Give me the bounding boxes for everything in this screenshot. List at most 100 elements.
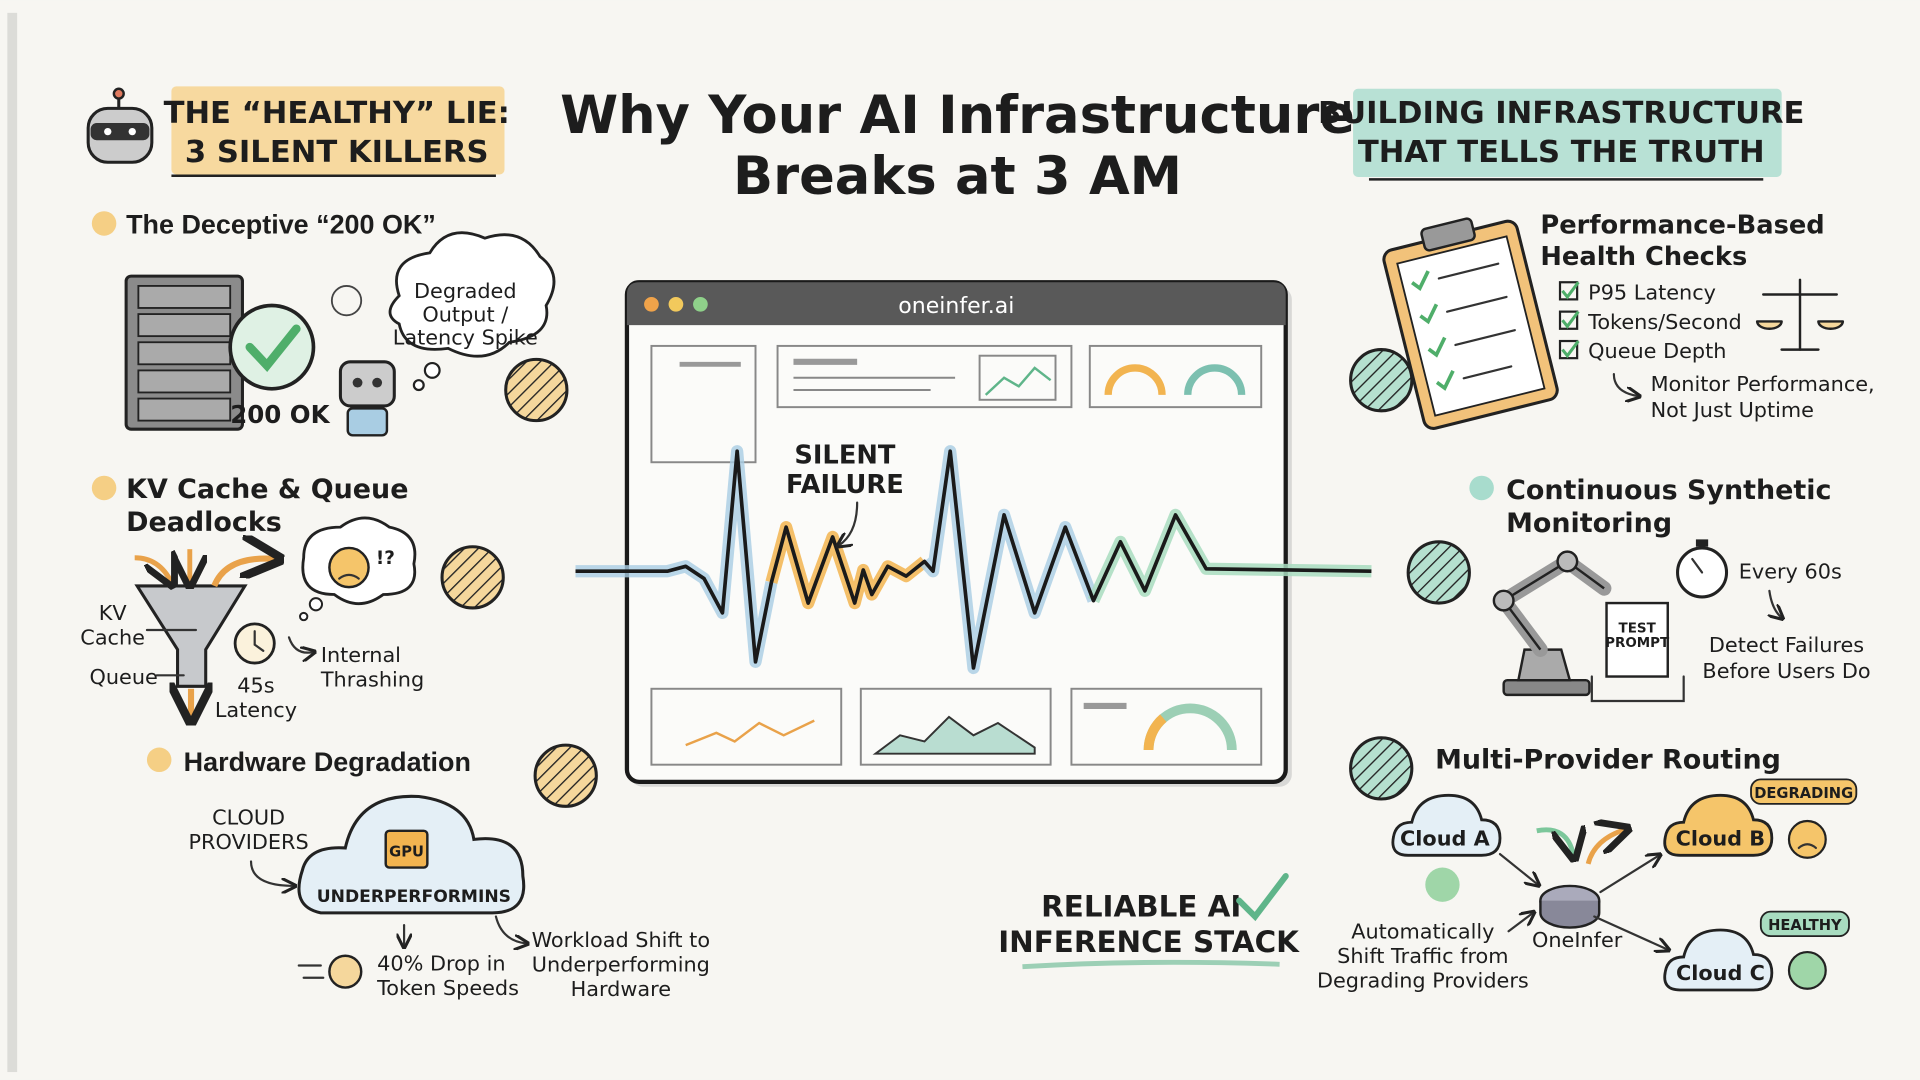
hatched-circle-icon xyxy=(1349,736,1414,801)
check-label: Queue Depth xyxy=(1588,339,1726,363)
latency-label: 45s xyxy=(237,673,274,697)
killer-title: Hardware Degradation xyxy=(184,747,471,777)
window-close-button[interactable] xyxy=(644,296,659,312)
synthetic-monitoring-section: Continuous Synthetic Monitoring TEST PRO… xyxy=(1406,475,1871,703)
note-label: Shift Traffic from xyxy=(1337,944,1508,968)
window-maximize-button[interactable] xyxy=(693,296,708,312)
stopwatch-icon xyxy=(1676,539,1729,599)
angry-face-icon xyxy=(328,546,370,589)
router-label: OneInfer xyxy=(1532,928,1623,952)
window-url: oneinfer.ai xyxy=(898,294,1014,319)
clock-icon xyxy=(233,622,276,665)
check-item: Queue Depth xyxy=(1558,339,1726,363)
checkmark-icon xyxy=(228,303,316,391)
section-title: Continuous Synthetic xyxy=(1506,475,1831,506)
speedometer-icon xyxy=(297,954,363,989)
silent-failure-label: SILENT xyxy=(794,440,896,470)
clipboard-icon xyxy=(1382,217,1559,430)
test-prompt-label: TEST xyxy=(1619,621,1657,636)
title-line-2: Breaks at 3 AM xyxy=(733,146,1182,207)
providers-label: PROVIDERS xyxy=(188,830,308,854)
angry-thought-bubble: !? xyxy=(299,516,417,622)
hatched-circle-icon xyxy=(533,743,598,808)
cloud-a-label: Cloud A xyxy=(1400,827,1490,851)
balance-scale-icon xyxy=(1755,278,1845,351)
check-item: P95 Latency xyxy=(1558,280,1716,304)
check-label: P95 Latency xyxy=(1588,280,1716,304)
left-heading-line-2: 3 SILENT KILLERS xyxy=(185,135,489,170)
note-label: Before Users Do xyxy=(1702,659,1870,683)
degrading-badge xyxy=(1750,778,1858,805)
killer-200-ok: The Deceptive “200 OK” 200 OK Degraded O… xyxy=(91,209,569,437)
main-title: Why Your AI Infrastructure Breaks at 3 A… xyxy=(560,85,1355,207)
check-label: Tokens/Second xyxy=(1587,310,1742,334)
right-heading-line-2: THAT TELLS THE TRUTH xyxy=(1358,135,1765,170)
confused-robot-icon xyxy=(330,285,396,437)
window-minimize-button[interactable] xyxy=(668,296,684,312)
cloud-label: UNDERPERFORMINS xyxy=(317,887,511,907)
note-label: Automatically xyxy=(1351,920,1494,944)
reliable-line-2: INFERENCE STACK xyxy=(998,925,1300,959)
left-heading: THE “HEALTHY” LIE: 3 SILENT KILLERS xyxy=(86,86,510,177)
dashboard-panels xyxy=(650,344,1263,766)
bubble-text: Latency Spike xyxy=(393,326,538,350)
thrashing-label: Thrashing xyxy=(320,667,424,691)
degrading-label: DEGRADING xyxy=(1754,785,1853,802)
cloud-c: Cloud C HEALTHY xyxy=(1663,910,1850,992)
healthy-label: HEALTHY xyxy=(1768,917,1842,934)
gpu-chip-icon xyxy=(384,829,429,869)
note-label: Not Just Uptime xyxy=(1651,398,1814,422)
server-rack-icon xyxy=(124,274,244,431)
status-200-ok: 200 OK xyxy=(230,400,330,429)
section-title: Health Checks xyxy=(1540,242,1747,272)
cloud-c-label: Cloud C xyxy=(1676,961,1765,985)
masked-robot-icon xyxy=(86,87,154,164)
providers-label: CLOUD xyxy=(212,806,285,830)
bullet-dot xyxy=(91,475,117,501)
queue-label: Queue xyxy=(90,665,158,689)
killer-title: Deadlocks xyxy=(126,507,282,538)
cloud-b: Cloud B DEGRADING xyxy=(1663,778,1858,859)
note-label: Monitor Performance, xyxy=(1651,372,1875,396)
killer-title: KV Cache & Queue xyxy=(126,474,408,505)
killer-kv-cache: KV Cache & Queue Deadlocks KV Cache Queu… xyxy=(80,474,505,722)
killer-title: The Deceptive “200 OK” xyxy=(126,209,436,239)
section-title: Multi-Provider Routing xyxy=(1435,744,1781,775)
reliable-stack-label: RELIABLE AI INFERENCE STACK xyxy=(998,873,1300,970)
bullet-dot xyxy=(146,747,172,773)
shift-label: Underperforming xyxy=(532,953,710,977)
note-label: Degrading Providers xyxy=(1317,969,1529,993)
hatched-circle-icon xyxy=(504,357,569,423)
thrashing-label: Internal xyxy=(321,643,401,667)
check-item: Tokens/Second xyxy=(1558,310,1742,334)
bubble-text: Degraded xyxy=(414,279,517,303)
paper-edge xyxy=(7,12,18,1073)
shift-label: Hardware xyxy=(571,977,671,1001)
cloud-gpu-icon: GPU UNDERPERFORMINS xyxy=(297,794,526,915)
shift-label: Workload Shift to xyxy=(532,928,710,952)
robot-arm-icon xyxy=(1492,550,1612,697)
happy-face-icon xyxy=(1425,867,1460,902)
reliable-line-1: RELIABLE AI xyxy=(1041,890,1241,924)
left-heading-line-1: THE “HEALTHY” LIE: xyxy=(164,96,510,131)
routing-section: Multi-Provider Routing Cloud A Cloud B D… xyxy=(1317,736,1858,993)
thought-bubble: Degraded Output / Latency Spike xyxy=(388,231,556,392)
drop-label: 40% Drop in xyxy=(377,951,505,975)
heartbeat-line xyxy=(575,445,1372,675)
gpu-label: GPU xyxy=(389,844,424,861)
bullet-dot xyxy=(91,211,117,236)
kv-cache-label: Cache xyxy=(80,626,145,650)
section-title: Performance-Based xyxy=(1540,210,1824,240)
test-prompt-label: PROMPT xyxy=(1605,636,1670,651)
title-line-1: Why Your AI Infrastructure xyxy=(560,85,1355,146)
right-heading: BUILDING INFRASTRUCTURE THAT TELLS THE T… xyxy=(1318,88,1804,181)
cloud-b-label: Cloud B xyxy=(1676,827,1765,851)
happy-face-icon xyxy=(1787,950,1827,990)
hatched-circle-icon xyxy=(1349,348,1414,413)
checkmark-icon xyxy=(1236,873,1289,922)
killer-hardware: Hardware Degradation CLOUD PROVIDERS GPU… xyxy=(146,743,710,1001)
latency-label: Latency xyxy=(215,698,297,722)
drop-label: Token Speeds xyxy=(376,976,519,1000)
test-prompt-document: TEST PROMPT xyxy=(1590,601,1685,703)
